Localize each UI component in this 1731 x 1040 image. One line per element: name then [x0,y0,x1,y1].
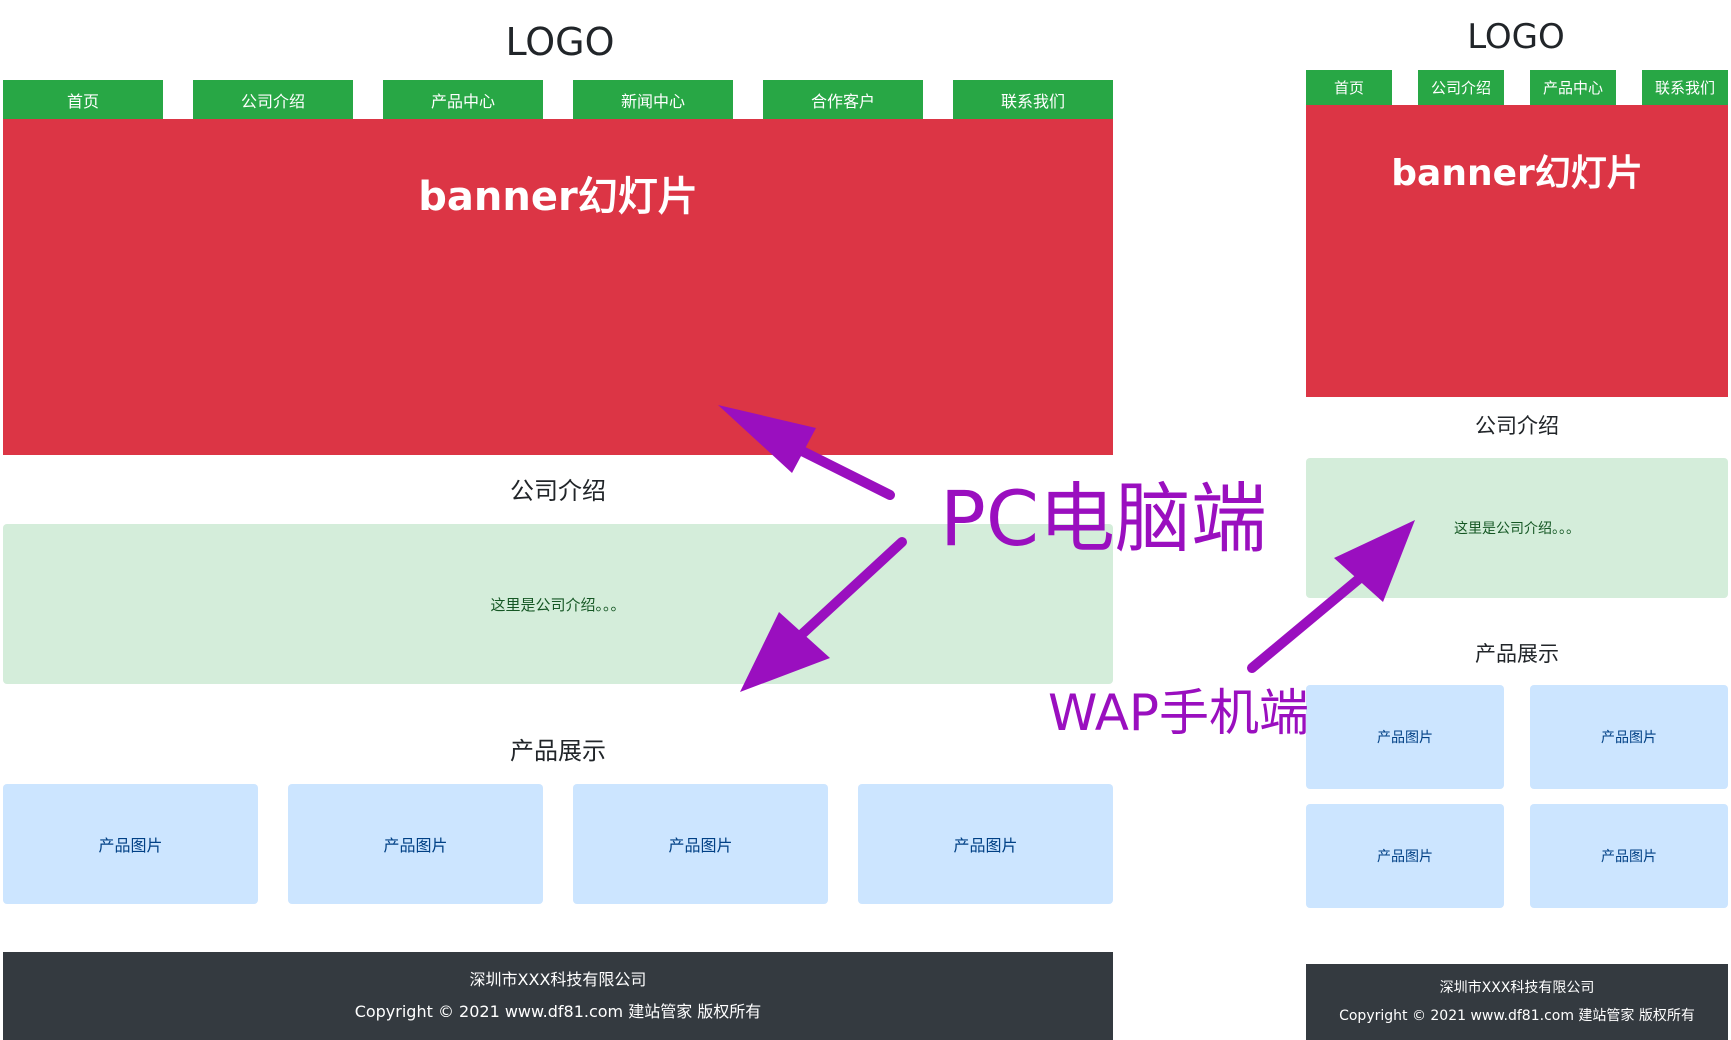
wap-products-title: 产品展示 [1475,642,1559,666]
wap-product-card[interactable]: 产品图片 [1306,804,1504,908]
pc-product-card[interactable]: 产品图片 [288,784,543,904]
wap-label: WAP手机端 [1048,684,1310,742]
wap-nav-products[interactable]: 产品中心 [1530,70,1616,105]
wap-product-card[interactable]: 产品图片 [1306,685,1504,789]
pc-intro-title: 公司介绍 [510,476,606,505]
pc-logo[interactable]: LOGO [505,20,615,64]
pc-products-title: 产品展示 [510,736,606,765]
pc-footer-copyright: Copyright © 2021 www.df81.com 建站管家 版权所有 [354,1002,762,1021]
wap-banner[interactable]: banner幻灯片 [1306,105,1728,397]
pc-product-card[interactable]: 产品图片 [858,784,1113,904]
wap-logo[interactable]: LOGO [1467,17,1565,57]
wap-nav-contact[interactable]: 联系我们 [1642,70,1728,105]
pc-nav-contact[interactable]: 联系我们 [953,80,1113,119]
pc-nav-home[interactable]: 首页 [3,80,163,119]
pc-banner-title: banner幻灯片 [418,174,698,220]
wap-product-card[interactable]: 产品图片 [1530,685,1728,789]
wap-nav-home[interactable]: 首页 [1306,70,1392,105]
pc-nav-about[interactable]: 公司介绍 [193,80,353,119]
wap-footer-copyright: Copyright © 2021 www.df81.com 建站管家 版权所有 [1339,1008,1695,1024]
pc-label: PC电脑端 [940,474,1267,563]
wap-banner-title: banner幻灯片 [1391,153,1643,194]
pc-product-card[interactable]: 产品图片 [573,784,828,904]
wap-footer: 深圳市XXX科技有限公司 Copyright © 2021 www.df81.c… [1306,964,1728,1040]
pc-banner[interactable]: banner幻灯片 [3,119,1113,455]
pc-footer: 深圳市XXX科技有限公司 Copyright © 2021 www.df81.c… [3,952,1113,1040]
pc-nav-products[interactable]: 产品中心 [383,80,543,119]
wap-intro-box: 这里是公司介绍。。。 [1306,458,1728,598]
pc-footer-company: 深圳市XXX科技有限公司 [469,970,647,989]
wap-nav-about[interactable]: 公司介绍 [1418,70,1504,105]
pc-product-card[interactable]: 产品图片 [3,784,258,904]
wap-intro-title: 公司介绍 [1475,414,1559,438]
pc-intro-box: 这里是公司介绍。。。 [3,524,1113,684]
pc-nav-clients[interactable]: 合作客户 [763,80,923,119]
wap-product-card[interactable]: 产品图片 [1530,804,1728,908]
pc-nav-news[interactable]: 新闻中心 [573,80,733,119]
wap-footer-company: 深圳市XXX科技有限公司 [1439,980,1595,996]
